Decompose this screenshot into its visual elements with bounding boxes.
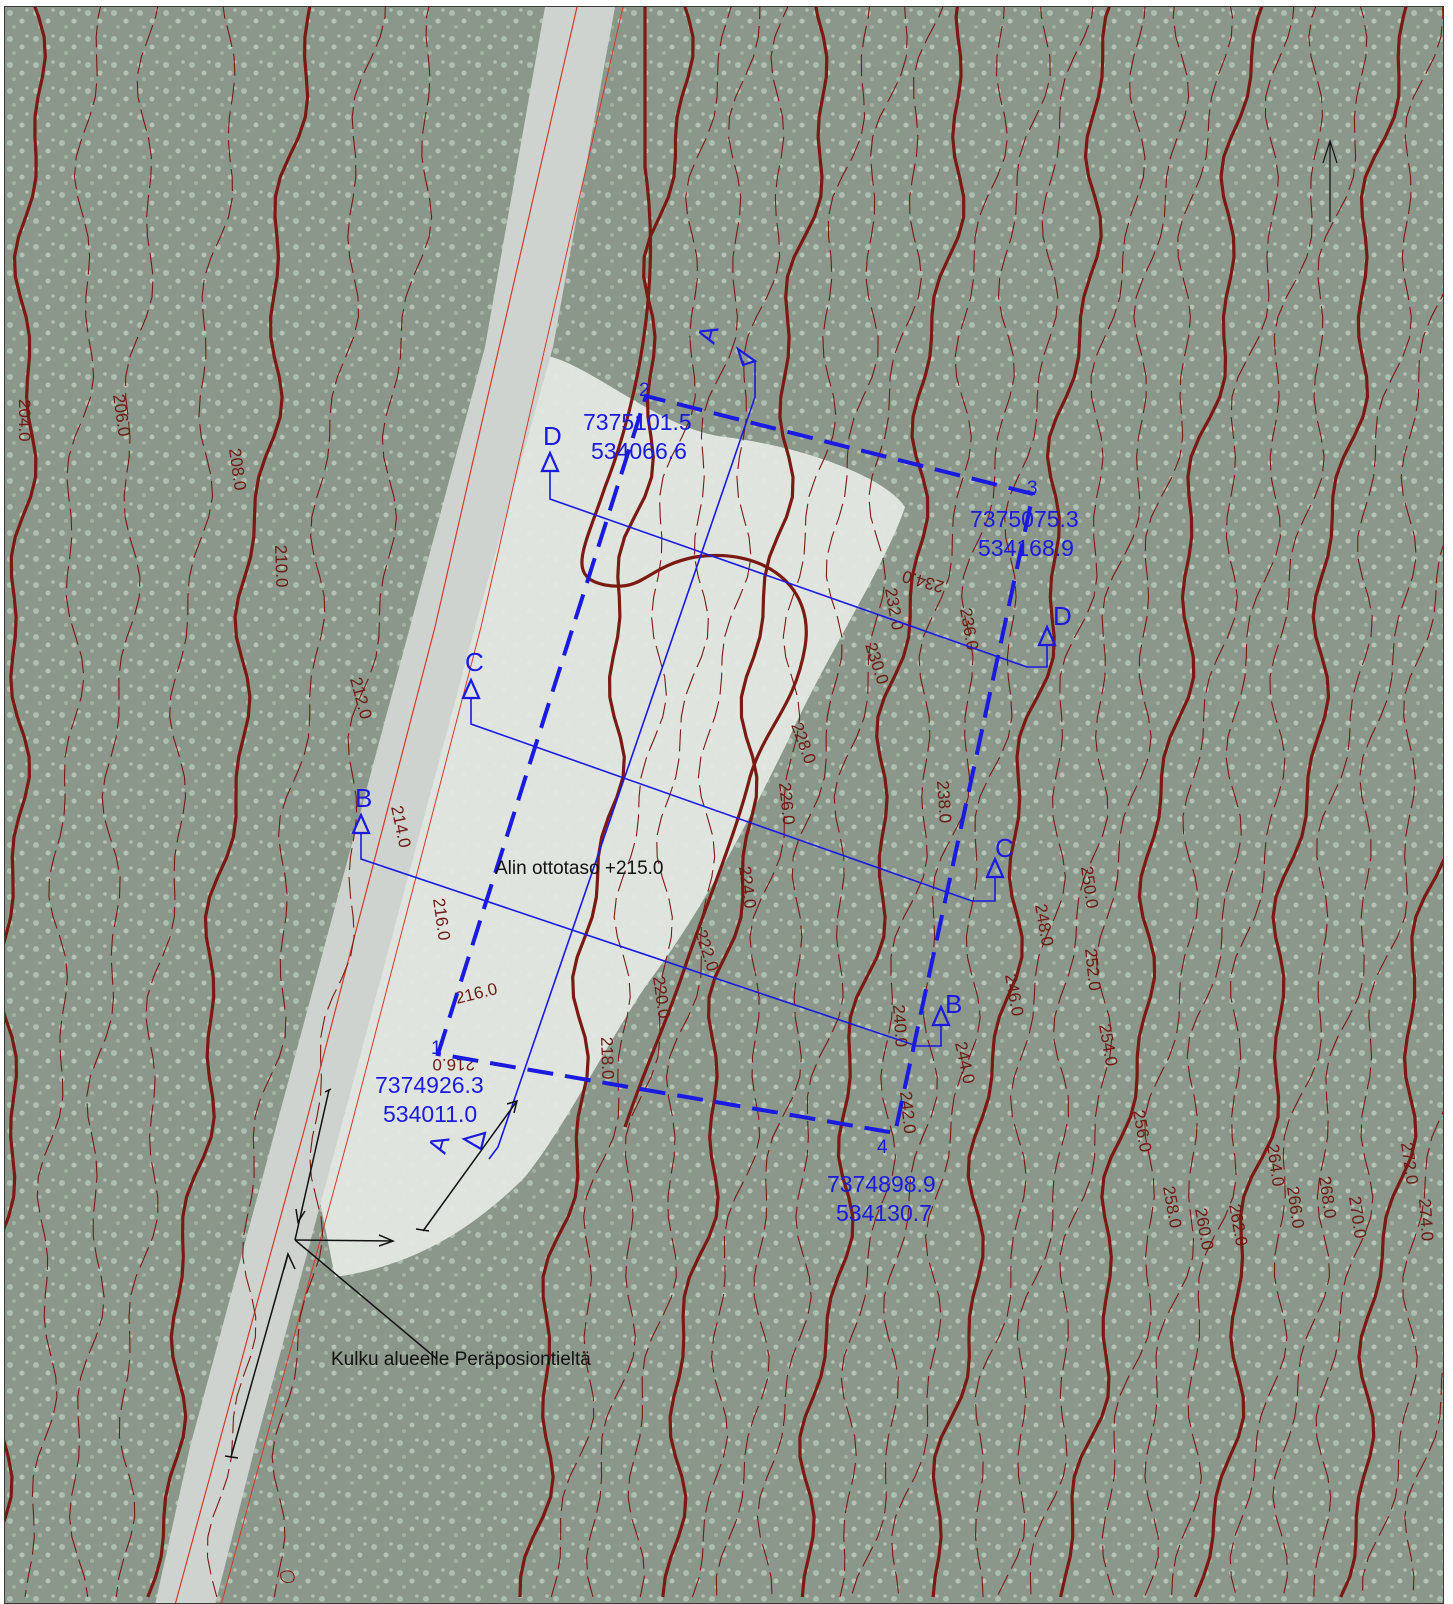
minor-contour <box>1272 292 1443 1598</box>
minor-contour <box>996 7 1190 1598</box>
section-arrows <box>351 346 1057 1151</box>
contour-label: 204.0 <box>15 399 34 442</box>
minor-contour <box>715 7 908 1598</box>
minor-contour <box>1229 7 1443 1598</box>
minor-contour <box>1101 7 1295 1598</box>
contour-lines <box>5 7 1443 1598</box>
section-arrow-icon <box>1037 624 1057 647</box>
corner-1-easting: 534011.0 <box>383 1101 477 1127</box>
section-letter-d-east: D <box>1053 601 1072 631</box>
clearing-area <box>305 354 905 1277</box>
corner-3-easting: 534168.9 <box>978 535 1074 561</box>
contour-label: 274.0 <box>1415 1198 1437 1242</box>
index-contour <box>5 7 47 1523</box>
north-arrow-icon <box>1322 139 1338 222</box>
index-contour <box>798 7 966 1598</box>
minor-contour <box>691 7 870 1598</box>
corner-4-northing: 7374898.9 <box>827 1171 936 1197</box>
corner-2-easting: 534066.6 <box>591 438 687 464</box>
minor-contour <box>115 7 236 1598</box>
section-arrow-icon <box>931 1004 951 1027</box>
section-letter-b-west: B <box>355 783 372 813</box>
section-letter-d-west: D <box>543 421 562 451</box>
minor-contour <box>1313 544 1443 1598</box>
minor-contour <box>550 7 732 1598</box>
contour-label: 252.0 <box>1081 947 1104 991</box>
minor-contour <box>974 7 1146 1598</box>
index-contour <box>518 7 695 1598</box>
minor-contour <box>206 7 386 1598</box>
arrowhead-icon <box>295 1208 306 1225</box>
index-contour <box>661 7 829 1598</box>
minor-contour <box>24 7 101 1598</box>
index-contour <box>1193 7 1408 1598</box>
access-note: Kulku alueelle Peräposiontieltä <box>331 1349 591 1370</box>
contour-label: 210.0 <box>271 544 291 587</box>
section-arrow-icon <box>735 346 758 367</box>
topographic-map[interactable]: 204.0 206.0 208.0 210.0 212.0 214.0 216.… <box>5 7 1444 1604</box>
index-contour <box>580 7 808 1128</box>
minor-contour <box>271 7 433 1598</box>
minor-contour <box>839 7 1009 1598</box>
lowest-level-note: Alin ottotaso +215.0 <box>495 858 664 879</box>
section-arrow-icon <box>351 812 371 835</box>
contour-label: 226.0 <box>775 781 798 825</box>
small-contour-loop <box>280 1570 295 1584</box>
index-contour <box>146 7 312 1598</box>
section-line-b <box>360 832 942 1047</box>
index-contour <box>931 7 1111 1598</box>
arrowhead-icon <box>506 1099 519 1114</box>
index-contour <box>1339 857 1443 1598</box>
section-arrow-icon <box>461 677 481 700</box>
road <box>155 7 615 1603</box>
minor-contour <box>1029 7 1234 1598</box>
corner-2-northing: 7375101.5 <box>583 409 692 435</box>
section-line-d <box>549 470 1048 668</box>
corner-number-2: 2 <box>639 380 650 401</box>
minor-contour <box>1143 7 1323 1598</box>
section-letter-b-east: B <box>945 989 962 1019</box>
contour-label: 238.0 <box>933 780 955 824</box>
minor-contour <box>756 7 944 1598</box>
minor-contour <box>1362 1111 1443 1598</box>
section-line-c <box>470 697 996 902</box>
access-arrowheads <box>283 1099 519 1270</box>
section-lines <box>360 362 1048 1160</box>
contour-label: 218.0 <box>597 1036 617 1079</box>
corner-1-northing: 7374926.3 <box>375 1072 484 1098</box>
minor-contour <box>891 7 1094 1598</box>
minor-contour <box>1171 7 1368 1598</box>
corner-3-northing: 7375075.3 <box>970 506 1079 532</box>
minor-contour <box>586 7 761 1598</box>
corner-4-easting: 534130.7 <box>836 1200 932 1226</box>
section-arrow-icon <box>461 1131 487 1151</box>
corner-number-4: 4 <box>877 1137 888 1158</box>
section-line-a <box>488 362 756 1160</box>
minor-contour <box>627 7 789 1598</box>
contour-label: 240.0 <box>889 1004 911 1048</box>
index-contour <box>1059 7 1264 1598</box>
section-arrow-icon <box>540 450 560 473</box>
corner-number-3: 3 <box>1027 478 1038 499</box>
section-arrow-icon <box>985 856 1005 879</box>
minor-contour <box>69 7 159 1598</box>
corner-number-1: 1 <box>431 1038 442 1059</box>
access-route-lines <box>224 1088 518 1459</box>
section-letter-c-east: C <box>995 833 1014 863</box>
section-letter-c-west: C <box>465 647 484 677</box>
arrowhead-icon <box>283 1251 296 1270</box>
minor-contour <box>850 7 1051 1598</box>
extraction-boundary <box>435 393 1036 1136</box>
map-frame: 204.0 206.0 208.0 210.0 212.0 214.0 216.… <box>4 6 1444 1604</box>
arrowhead-icon <box>378 1234 396 1247</box>
road-edge-line <box>174 7 578 1603</box>
